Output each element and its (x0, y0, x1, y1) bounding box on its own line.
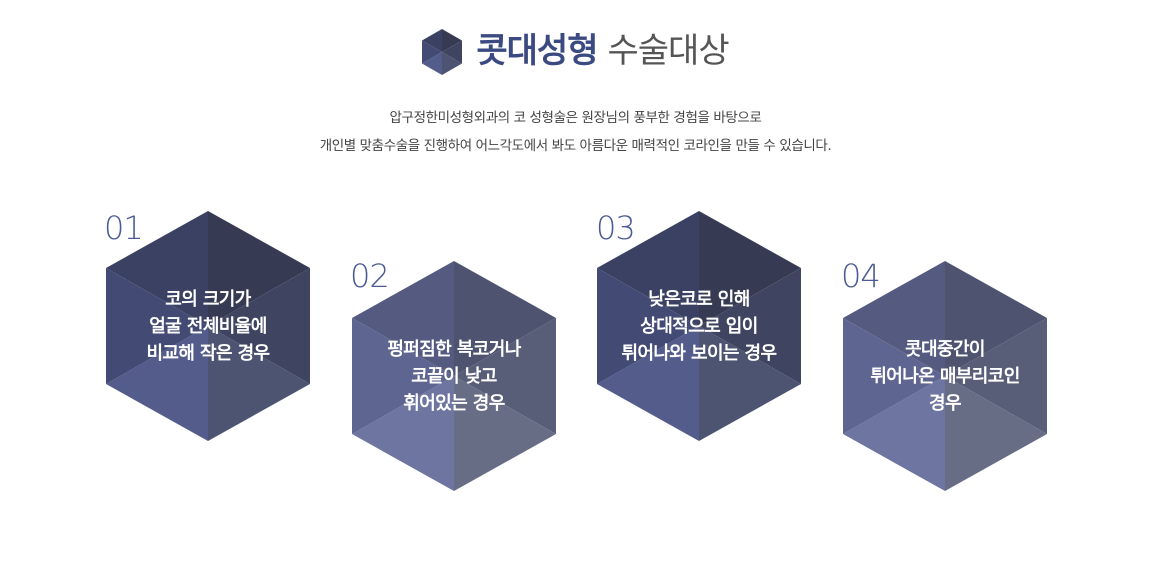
card-line: 콧대중간이 (905, 338, 985, 360)
card-line: 비교해 작은 경우 (146, 342, 270, 364)
card-line: 튀어나온 매부리코인 (870, 365, 1020, 387)
item-number: 03 (596, 209, 636, 247)
hexagon-card-3: 낮은코로 인해 상대적으로 입이 튀어나와 보이는 경우 (597, 211, 801, 441)
hexagon-shape (352, 261, 556, 491)
description-line-1: 압구정한미성형외과의 코 성형술은 원장님의 풍부한 경험을 바탕으로 (389, 110, 762, 126)
hexagon-shape (106, 211, 310, 441)
hexagon-shape (597, 211, 801, 441)
card-line: 휘어있는 경우 (403, 392, 505, 414)
description-line-2: 개인별 맞춤수술을 진행하여 어느각도에서 봐도 아름다운 매력적인 코라인을 … (319, 138, 832, 154)
hexagon-card-text: 코의 크기가 얼굴 전체비율에 비교해 작은 경우 (106, 211, 310, 441)
title-strong: 콧대성형 (476, 31, 598, 71)
hexagon-card-4: 콧대중간이 튀어나온 매부리코인 경우 (843, 261, 1047, 491)
card-line: 코의 크기가 (165, 288, 251, 310)
card-line: 경우 (929, 392, 962, 414)
hexagon-card-text: 낮은코로 인해 상대적으로 입이 튀어나와 보이는 경우 (597, 211, 801, 441)
card-line: 코끝이 낮고 (411, 365, 497, 387)
card-line: 낮은코로 인해 (648, 288, 750, 310)
hexagon-card-text: 펑퍼짐한 복코거나 코끝이 낮고 휘어있는 경우 (352, 261, 556, 491)
card-line: 튀어나와 보이는 경우 (621, 342, 778, 364)
hexagon-icon (422, 29, 463, 75)
hexagon-card-1: 코의 크기가 얼굴 전체비율에 비교해 작은 경우 (106, 211, 310, 441)
card-line: 펑퍼짐한 복코거나 (387, 338, 521, 360)
hexagon-card-2: 펑퍼짐한 복코거나 코끝이 낮고 휘어있는 경우 (352, 261, 556, 491)
description: 압구정한미성형외과의 코 성형술은 원장님의 풍부한 경험을 바탕으로 개인별 … (0, 104, 1151, 160)
item-number: 04 (841, 257, 881, 295)
item-number: 01 (104, 209, 144, 247)
title-light: 수술대상 (607, 31, 730, 71)
hexagon-shape (843, 261, 1047, 491)
card-line: 얼굴 전체비율에 (149, 315, 267, 337)
hexagon-card-text: 콧대중간이 튀어나온 매부리코인 경우 (843, 261, 1047, 491)
item-number: 02 (350, 257, 390, 295)
card-line: 상대적으로 입이 (640, 315, 758, 337)
